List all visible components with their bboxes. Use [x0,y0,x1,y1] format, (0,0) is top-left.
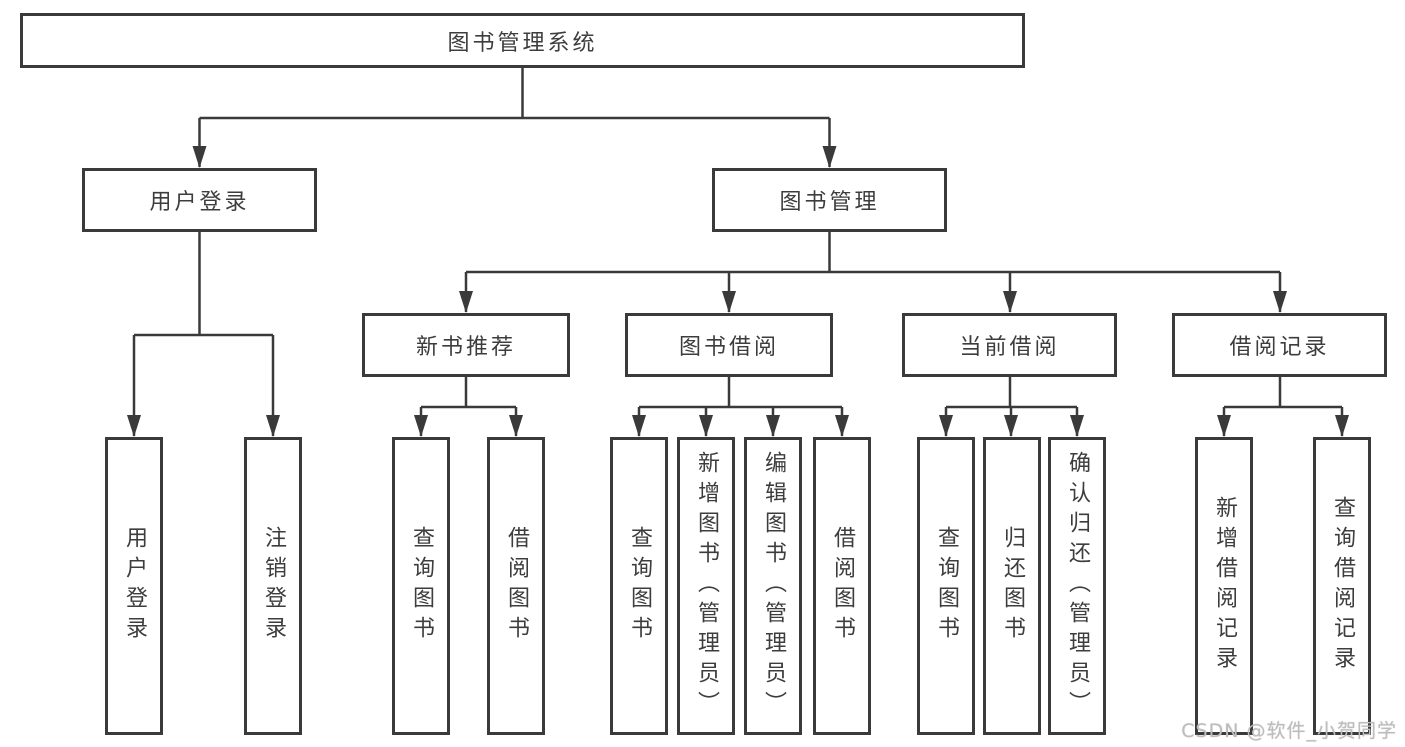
node-book-borrowing: 图书借阅 [625,313,833,377]
leaf-label: 查询图书 [934,526,959,646]
leaf-label: 借阅图书 [504,526,529,646]
leaf-logout-login: 注销登录 [244,437,302,735]
leaf-add-borrow-record: 新增借阅记录 [1195,437,1253,735]
leaf-label: 新增图书（管理员） [694,451,719,721]
leaf-query-books-borrow: 查询图书 [610,437,668,735]
connector-root-to-level2 [199,68,830,120]
leaf-query-borrow-record: 查询借阅记录 [1313,437,1371,735]
leaf-user-login: 用户登录 [105,437,163,735]
leaf-add-books-admin: 新增图书（管理员） [677,437,735,735]
leaf-borrow-books-borrow: 借阅图书 [813,437,871,735]
node-book-management: 图书管理 [712,168,947,232]
leaf-query-books-current: 查询图书 [917,437,975,735]
leaf-label: 新增借阅记录 [1212,496,1237,676]
leaf-label: 查询借阅记录 [1330,496,1355,676]
node-borrowing-records: 借阅记录 [1172,313,1387,377]
connector-mgmt-to-level3 [466,232,1280,274]
node-label: 当前借阅 [959,335,1060,360]
leaf-borrow-books-recommend: 借阅图书 [487,437,545,735]
leaf-label: 查询图书 [409,526,434,646]
leaf-edit-books-admin: 编辑图书（管理员） [744,437,802,735]
connector-rec-branch [421,377,516,409]
node-library-management-system: 图书管理系统 [20,13,1025,68]
connector-records-branch [1224,377,1342,409]
leaf-label: 用户登录 [122,526,147,646]
leaf-label: 归还图书 [1000,526,1025,646]
leaf-return-books: 归还图书 [983,437,1041,735]
node-label: 图书管理 [779,190,880,215]
leaf-label: 借阅图书 [830,526,855,646]
leaf-label: 编辑图书（管理员） [761,451,786,721]
node-label: 新书推荐 [415,335,516,360]
leaf-label: 注销登录 [261,526,286,646]
node-label: 借阅记录 [1229,335,1330,360]
node-user-login: 用户登录 [82,168,317,232]
connector-login-branch [134,232,273,337]
node-label: 用户登录 [149,190,250,215]
csdn-watermark: CSDN @软件_小贺同学 [1181,720,1397,742]
leaf-confirm-return-admin: 确认归还（管理员） [1048,437,1106,735]
leaf-query-books-recommend: 查询图书 [392,437,450,735]
connector-current-branch [946,377,1077,409]
connector-borrow-branch [639,377,842,409]
node-current-borrowing: 当前借阅 [902,313,1117,377]
node-new-book-recommendation: 新书推荐 [362,313,570,377]
leaf-label: 查询图书 [627,526,652,646]
node-label: 图书借阅 [678,335,779,360]
leaf-label: 确认归还（管理员） [1065,451,1090,721]
node-label: 图书管理系统 [447,30,598,56]
